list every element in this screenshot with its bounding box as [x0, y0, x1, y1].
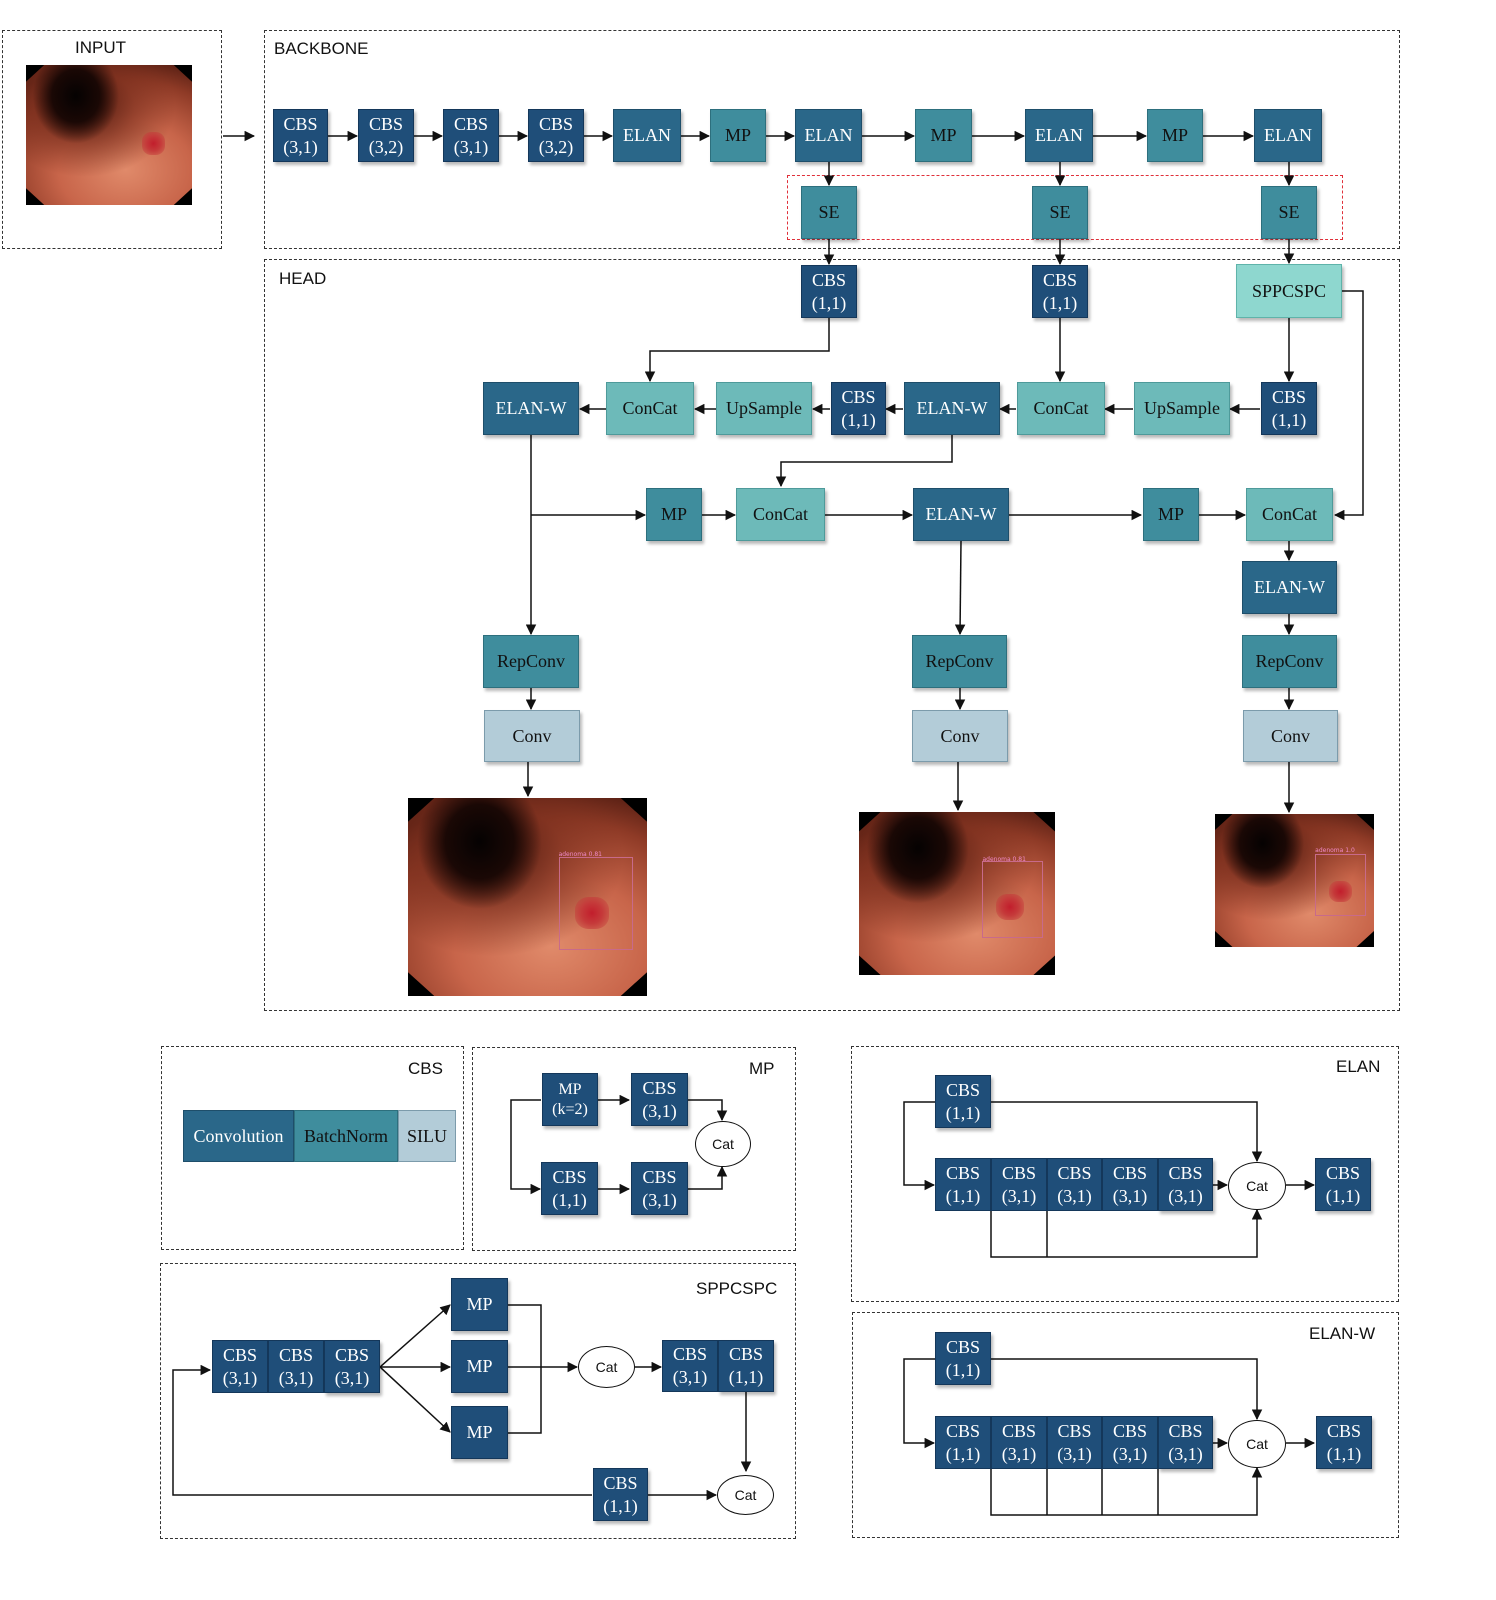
mp-legend-cbs-bottom-right: CBS (3,1) — [631, 1162, 688, 1215]
elan-legend-chain-2: CBS (3,1) — [991, 1158, 1047, 1211]
input-title: INPUT — [75, 38, 126, 57]
backbone-mp-3: MP — [1147, 109, 1203, 162]
detection-label: adenoma 1.0 — [1315, 847, 1355, 855]
elan-legend-cbs-top: CBS (1,1) — [935, 1075, 991, 1128]
backbone-panel — [264, 30, 1400, 249]
head-upsample-right: UpSample — [1134, 382, 1230, 435]
backbone-mp-1: MP — [710, 109, 766, 162]
elanw-legend-cbs-top: CBS (1,1) — [935, 1332, 991, 1385]
elan-legend-chain-5: CBS (3,1) — [1158, 1158, 1213, 1211]
head-concat-row3: ConCat — [736, 488, 825, 541]
backbone-elan-1: ELAN — [613, 109, 681, 162]
output-endoscopy-image-large: adenoma 0.81 — [408, 798, 647, 996]
spp-legend-cat-2: Cat — [717, 1475, 774, 1515]
backbone-cbs-2: CBS (3,2) — [358, 109, 414, 162]
head-concat-mid: ConCat — [1017, 382, 1105, 435]
mp-legend-panel — [472, 1047, 796, 1251]
spp-legend-mp-1: MP — [451, 1278, 508, 1331]
detection-box — [1315, 853, 1367, 917]
head-elan-w-mid: ELAN-W — [904, 382, 1000, 435]
input-endoscopy-image — [26, 65, 192, 205]
spp-legend-chain-1: CBS (3,1) — [212, 1340, 268, 1393]
legend-convolution: Convolution — [183, 1110, 294, 1162]
spp-legend-cat-1: Cat — [578, 1346, 635, 1388]
elan-legend-chain-4: CBS (3,1) — [1102, 1158, 1158, 1211]
detection-box — [558, 857, 633, 951]
repconv-1: RepConv — [483, 635, 579, 688]
head-sppcspc: SPPCSPC — [1236, 264, 1342, 318]
detection-label: adenoma 0.81 — [982, 856, 1026, 863]
head-elan-w-left: ELAN-W — [483, 382, 579, 435]
sppcspc-legend-panel — [160, 1263, 796, 1539]
backbone-mp-2: MP — [915, 109, 972, 162]
spp-legend-chain-2: CBS (3,1) — [268, 1340, 324, 1393]
mp-legend-cat: Cat — [695, 1121, 751, 1167]
conv-2: Conv — [912, 710, 1008, 762]
mp-legend-cbs-bottom-left: CBS (1,1) — [541, 1162, 598, 1215]
sppcspc-legend-title: SPPCSPC — [696, 1279, 778, 1298]
backbone-cbs-3: CBS (3,1) — [443, 109, 499, 162]
mp-legend-cbs-top: CBS (3,1) — [631, 1073, 688, 1126]
detection-box — [982, 860, 1044, 938]
elan-legend-cbs-out: CBS (1,1) — [1315, 1158, 1371, 1211]
backbone-elan-2: ELAN — [795, 109, 862, 162]
mp-legend-maxpool: MP (k=2) — [542, 1073, 598, 1126]
head-title: HEAD — [279, 269, 327, 288]
conv-1: Conv — [484, 710, 580, 762]
elan-legend-cat: Cat — [1228, 1162, 1286, 1210]
backbone-cbs-4: CBS (3,2) — [528, 109, 584, 162]
elan-legend-title: ELAN — [1336, 1057, 1381, 1076]
elanw-legend-title: ELAN-W — [1309, 1324, 1376, 1343]
repconv-2: RepConv — [912, 635, 1007, 688]
backbone-elan-4: ELAN — [1254, 109, 1322, 162]
spp-legend-out-2: CBS (1,1) — [718, 1340, 774, 1392]
legend-silu: SILU — [398, 1110, 456, 1162]
se-highlight-region — [787, 175, 1343, 240]
input-panel — [2, 30, 222, 249]
head-cbs-b: CBS (1,1) — [1032, 265, 1088, 318]
conv-3: Conv — [1243, 710, 1338, 762]
elan-legend-chain-1: CBS (1,1) — [935, 1158, 991, 1211]
elanw-legend-chain-5: CBS (3,1) — [1158, 1416, 1213, 1469]
spp-legend-chain-3: CBS (3,1) — [324, 1340, 380, 1393]
head-concat-right: ConCat — [1246, 488, 1333, 541]
elanw-legend-cat: Cat — [1228, 1420, 1286, 1468]
elanw-legend-chain-3: CBS (3,1) — [1047, 1416, 1102, 1469]
head-concat-left: ConCat — [606, 382, 694, 435]
se-block-1: SE — [801, 186, 857, 239]
elan-legend-panel — [851, 1046, 1399, 1302]
backbone-cbs-1: CBS (3,1) — [273, 109, 328, 162]
se-block-3: SE — [1261, 186, 1317, 239]
head-cbs-mid: CBS (1,1) — [831, 382, 886, 435]
output-endoscopy-image-medium: adenoma 0.81 — [859, 812, 1055, 975]
elanw-legend-chain-2: CBS (3,1) — [991, 1416, 1047, 1469]
head-cbs-right: CBS (1,1) — [1261, 382, 1317, 435]
head-mp-a: MP — [646, 488, 702, 541]
mp-legend-title: MP — [749, 1059, 775, 1078]
output-endoscopy-image-small: adenoma 1.0 — [1215, 814, 1374, 947]
repconv-3: RepConv — [1242, 635, 1337, 688]
spp-legend-mp-2: MP — [451, 1340, 508, 1393]
elanw-legend-chain-4: CBS (3,1) — [1102, 1416, 1158, 1469]
spp-legend-out-1: CBS (3,1) — [662, 1340, 718, 1392]
head-mp-b: MP — [1143, 488, 1199, 541]
cbs-legend-title: CBS — [408, 1059, 443, 1078]
spp-legend-mp-3: MP — [451, 1406, 508, 1459]
spp-legend-cbs-bottom: CBS (1,1) — [593, 1468, 648, 1521]
elanw-legend-chain-1: CBS (1,1) — [935, 1416, 991, 1469]
backbone-title: BACKBONE — [274, 39, 369, 58]
detection-label: adenoma 0.81 — [558, 851, 603, 859]
head-elan-w-row3: ELAN-W — [913, 488, 1009, 541]
head-elan-w-right: ELAN-W — [1242, 561, 1337, 614]
se-block-2: SE — [1032, 186, 1088, 239]
head-cbs-a: CBS (1,1) — [801, 265, 857, 318]
elanw-legend-cbs-out: CBS (1,1) — [1316, 1416, 1372, 1469]
cbs-legend-panel — [161, 1046, 464, 1250]
legend-batchnorm: BatchNorm — [294, 1110, 398, 1162]
elan-legend-chain-3: CBS (3,1) — [1047, 1158, 1102, 1211]
head-upsample-left: UpSample — [716, 382, 812, 435]
elanw-legend-panel — [852, 1312, 1399, 1538]
backbone-elan-3: ELAN — [1025, 109, 1093, 162]
